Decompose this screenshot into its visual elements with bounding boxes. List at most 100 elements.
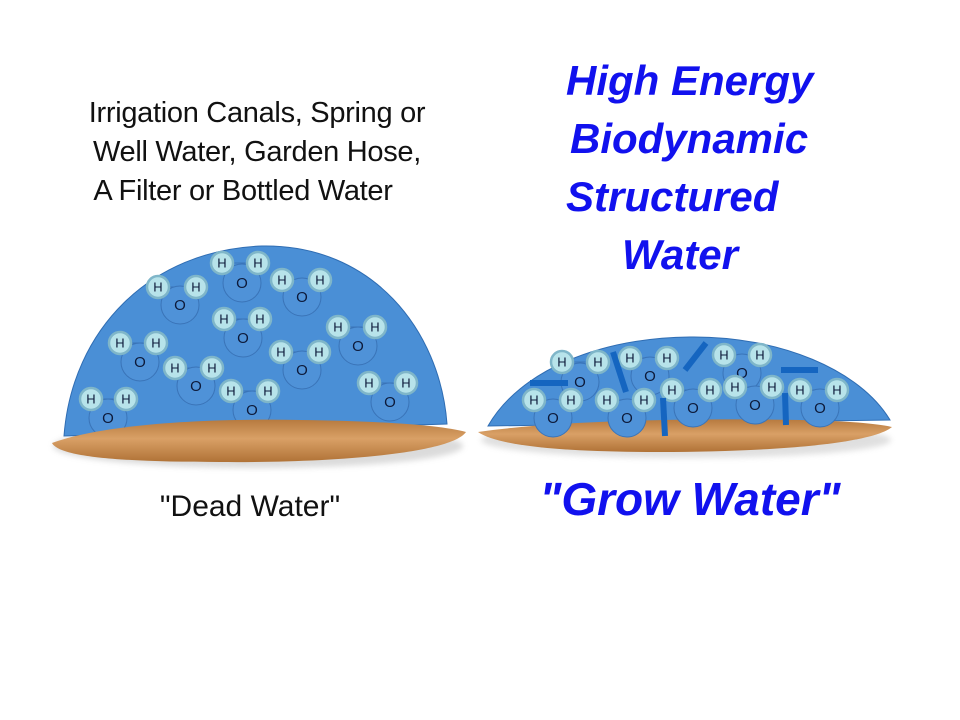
soil-dish <box>478 419 892 452</box>
oxygen-label: O <box>814 400 826 417</box>
hydrogen-atom <box>247 306 273 332</box>
hydrogen-label: H <box>832 383 841 398</box>
hydrogen-atom <box>356 370 382 396</box>
hydrogen-atom <box>218 378 244 404</box>
hydrogen-label: H <box>151 336 160 351</box>
oxygen-label: O <box>236 275 248 292</box>
dead-water-label: "Dead Water" <box>159 490 341 523</box>
hydrogen-atom <box>307 267 333 293</box>
water-molecule: OH H <box>268 339 332 390</box>
hydrogen-label: H <box>662 351 671 366</box>
hydrogen-label: H <box>276 345 285 360</box>
oxygen-label: O <box>621 410 633 427</box>
oxygen-atom <box>222 263 262 303</box>
hydrogen-label: H <box>705 383 714 398</box>
title-line: Biodynamic <box>570 115 809 162</box>
water-molecule: OH H <box>107 330 169 382</box>
hydrogen-atom <box>697 377 723 403</box>
oxygen-label: O <box>547 410 559 427</box>
hydrogen-atom <box>113 386 139 412</box>
hydrogen-atom <box>759 374 785 400</box>
hydrogen-atom <box>787 377 813 403</box>
hydrogen-atom <box>162 355 188 381</box>
hydrogen-label: H <box>121 392 130 407</box>
caption-line: Well Water, Garden Hose, <box>92 136 422 168</box>
hydrogen-label: H <box>602 393 611 408</box>
hydrogen-atom <box>659 377 685 403</box>
hydrogen-atom <box>594 387 620 413</box>
oxygen-label: O <box>190 378 202 395</box>
hydrogen-atom <box>269 267 295 293</box>
caption-line: A Filter or Bottled Water <box>93 175 393 207</box>
hydrogen-label: H <box>755 348 764 363</box>
hydrogen-label: H <box>625 351 634 366</box>
water-molecule: OH H <box>78 386 139 438</box>
caption-line: Irrigation Canals, Spring or <box>88 97 426 129</box>
oxygen-label: O <box>574 374 586 391</box>
hydrogen-atom <box>211 306 237 332</box>
hydrogen-atom <box>393 370 419 396</box>
hydrogen-label: H <box>219 312 228 327</box>
hydrogen-atom <box>711 342 737 368</box>
hydrogen-atom <box>549 349 575 375</box>
structure-bar <box>610 351 629 393</box>
oxygen-label: O <box>687 400 699 417</box>
oxygen-label: O <box>296 362 308 379</box>
oxygen-label: O <box>246 402 258 419</box>
hydrogen-label: H <box>277 273 286 288</box>
hydrogen-label: H <box>557 355 566 370</box>
hydrogen-label: H <box>314 345 323 360</box>
oxygen-label: O <box>174 297 186 314</box>
hydrogen-atom <box>585 349 611 375</box>
hydrogen-label: H <box>795 383 804 398</box>
hydrogen-label: H <box>153 280 162 295</box>
structure-bar <box>660 397 668 437</box>
hydrogen-atom <box>747 342 773 368</box>
title-line: Structured <box>566 173 779 220</box>
hydrogen-label: H <box>115 336 124 351</box>
oxygen-label: O <box>352 338 364 355</box>
oxygen-label: O <box>102 410 114 427</box>
oxygen-label: O <box>736 365 748 382</box>
hydrogen-label: H <box>217 256 226 271</box>
hydrogen-atom <box>362 314 388 340</box>
water-sources-caption: Irrigation Canals, Spring or Well Water,… <box>52 94 462 211</box>
water-molecule: OH H <box>521 387 584 438</box>
grow-water-label: "Grow Water" <box>539 473 841 525</box>
hydrogen-atom <box>183 274 209 300</box>
hydrogen-label: H <box>719 348 728 363</box>
hydrogen-label: H <box>86 392 95 407</box>
oxygen-label: O <box>384 394 396 411</box>
oxygen-label: O <box>296 289 308 306</box>
hydrogen-label: H <box>566 393 575 408</box>
structured-water-title: High Energy Biodynamic Structured Water <box>540 52 870 284</box>
hydrogen-label: H <box>767 380 776 395</box>
hydrogen-label: H <box>639 393 648 408</box>
hydrogen-atom <box>631 387 657 413</box>
structure-bar <box>682 341 709 372</box>
water-molecule: OH H <box>594 387 657 438</box>
hydrogen-label: H <box>255 312 264 327</box>
oxygen-label: O <box>134 354 146 371</box>
structure-bar <box>782 392 789 426</box>
water-molecule: OH H <box>787 377 850 428</box>
hydrogen-atom <box>199 355 225 381</box>
hydrogen-label: H <box>370 320 379 335</box>
hydrogen-atom <box>521 387 547 413</box>
hydrogen-label: H <box>364 376 373 391</box>
hydrogen-label: H <box>529 393 538 408</box>
structured-bond-bars <box>530 341 818 437</box>
hydrogen-atom <box>143 330 169 356</box>
hydrogen-label: H <box>191 280 200 295</box>
hydrogen-label: H <box>730 380 739 395</box>
hydrogen-atom <box>107 330 133 356</box>
